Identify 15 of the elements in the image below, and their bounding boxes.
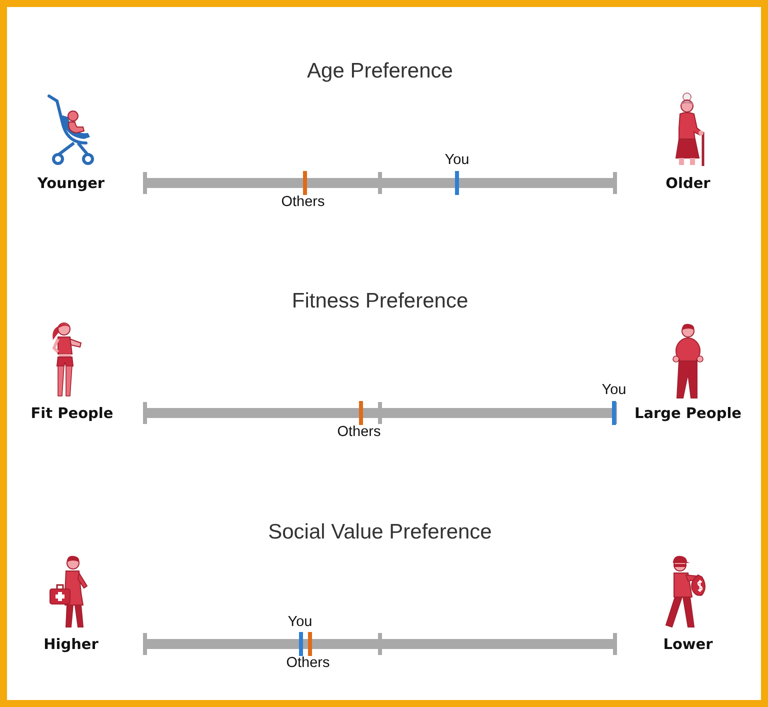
scale-end-label: Large People (634, 406, 742, 422)
scale-end-label: Younger (37, 176, 105, 192)
marker-label: You (288, 614, 312, 630)
marker-label: Others (286, 656, 330, 670)
marker-label: You (444, 152, 470, 168)
marker-label: You (602, 382, 626, 398)
scale-end-label: Higher (44, 638, 98, 652)
scale-end-label: Older (666, 176, 710, 192)
scale-end-label: Lower (663, 638, 713, 652)
marker-label: Others (337, 424, 381, 440)
marker-label: Others (281, 194, 325, 210)
section-title: Age Preference (307, 60, 453, 82)
scale-end-label: Fit People (30, 406, 114, 422)
section-title: Fitness Preference (292, 290, 468, 312)
section-title: Social Value Preference (268, 522, 492, 542)
